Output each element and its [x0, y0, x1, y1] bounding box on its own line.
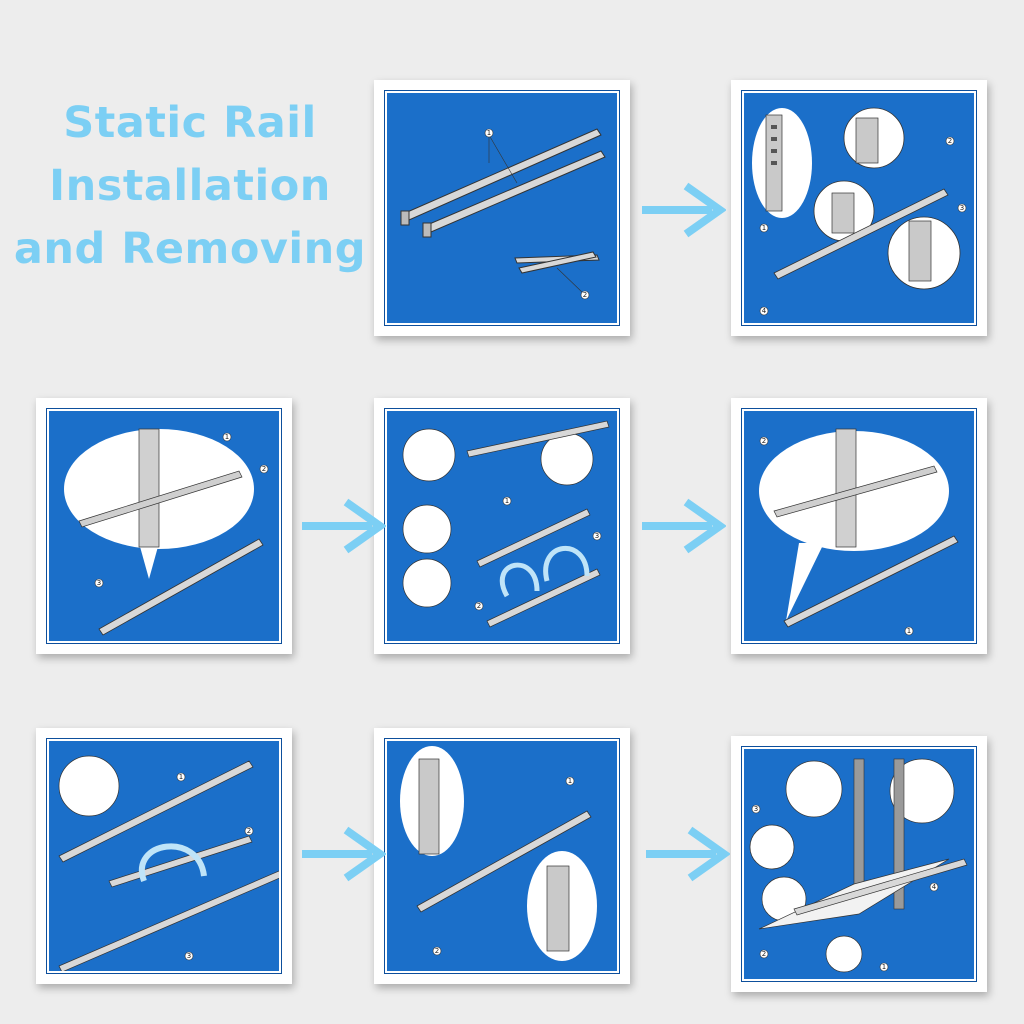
callout-1: 1	[179, 773, 183, 781]
callout-2: 2	[762, 950, 766, 958]
callout-1: 1	[568, 777, 572, 785]
callout-3: 3	[960, 204, 964, 212]
callout-2: 2	[262, 465, 266, 473]
step-5-rear-rail-attach: 2 1	[731, 398, 987, 654]
callout-2: 2	[477, 602, 481, 610]
callout-4: 4	[762, 307, 767, 315]
callout-1: 1	[505, 497, 509, 505]
bracket-pieces	[514, 251, 600, 274]
next-step-arrow-icon	[302, 498, 386, 554]
panel-illustration: 1 2 3	[46, 738, 282, 974]
callout-2: 2	[762, 437, 766, 445]
title-line-3: and Removing	[13, 224, 367, 274]
step-1-rail-kit-contents: 1 2	[374, 80, 630, 336]
panel-illustration: 3 2 4 1	[741, 746, 977, 982]
step-7-rail-extend: 1 2	[374, 728, 630, 984]
front-rail-illustration: 1 2 3	[64, 428, 269, 636]
step-3-front-rail-attach: 1 2 3	[36, 398, 292, 654]
panel-illustration: 1 2	[384, 738, 620, 974]
next-step-arrow-icon	[646, 826, 730, 882]
rack-install-illustration: 3 2 4 1	[749, 758, 968, 973]
step-6-rail-release: 1 2 3	[36, 728, 292, 984]
rail-flip-illustration: 1 2 3	[402, 420, 610, 628]
callout-1: 1	[225, 433, 229, 441]
callout-4: 4	[932, 883, 937, 891]
step-4-rail-flip-adjust: 1 2 3	[374, 398, 630, 654]
panel-illustration: 1 2	[384, 90, 620, 326]
rail-pair	[400, 128, 606, 238]
panel-illustration: 2 1 3 4	[741, 90, 977, 326]
rail-extend-illustration: 1 2	[400, 746, 597, 961]
callout-3: 3	[97, 579, 101, 587]
callout-3: 3	[187, 952, 191, 960]
callout-1: 1	[762, 224, 766, 232]
rear-rail-illustration: 2 1	[759, 428, 959, 636]
callout-1: 1	[487, 129, 491, 137]
panel-illustration: 1 2 3	[46, 408, 282, 644]
callout-1: 1	[882, 963, 886, 971]
callout-2: 2	[583, 291, 587, 299]
title-line-1: Static Rail	[63, 98, 317, 148]
next-step-arrow-icon	[302, 826, 386, 882]
step-2-rack-hole-alignment: 2 1 3 4	[731, 80, 987, 336]
callout-3: 3	[595, 532, 599, 540]
rail-release-illustration: 1 2 3	[58, 755, 279, 971]
step-8-rail-install-rack: 3 2 4 1	[731, 736, 987, 992]
callout-2: 2	[948, 137, 952, 145]
next-step-arrow-icon	[642, 182, 726, 238]
title-line-2: Installation	[49, 161, 331, 211]
panel-illustration: 2 1	[741, 408, 977, 644]
callout-2: 2	[247, 827, 251, 835]
callout-1: 1	[907, 627, 911, 635]
page-title: Static Rail Installation and Removing	[0, 92, 380, 281]
rack-alignment-illustration: 2 1 3 4	[752, 107, 967, 316]
panel-illustration: 1 2 3	[384, 408, 620, 644]
next-step-arrow-icon	[642, 498, 726, 554]
callout-2: 2	[435, 947, 439, 955]
rail-kit-illustration: 1 2	[400, 128, 606, 300]
callout-3: 3	[754, 805, 758, 813]
